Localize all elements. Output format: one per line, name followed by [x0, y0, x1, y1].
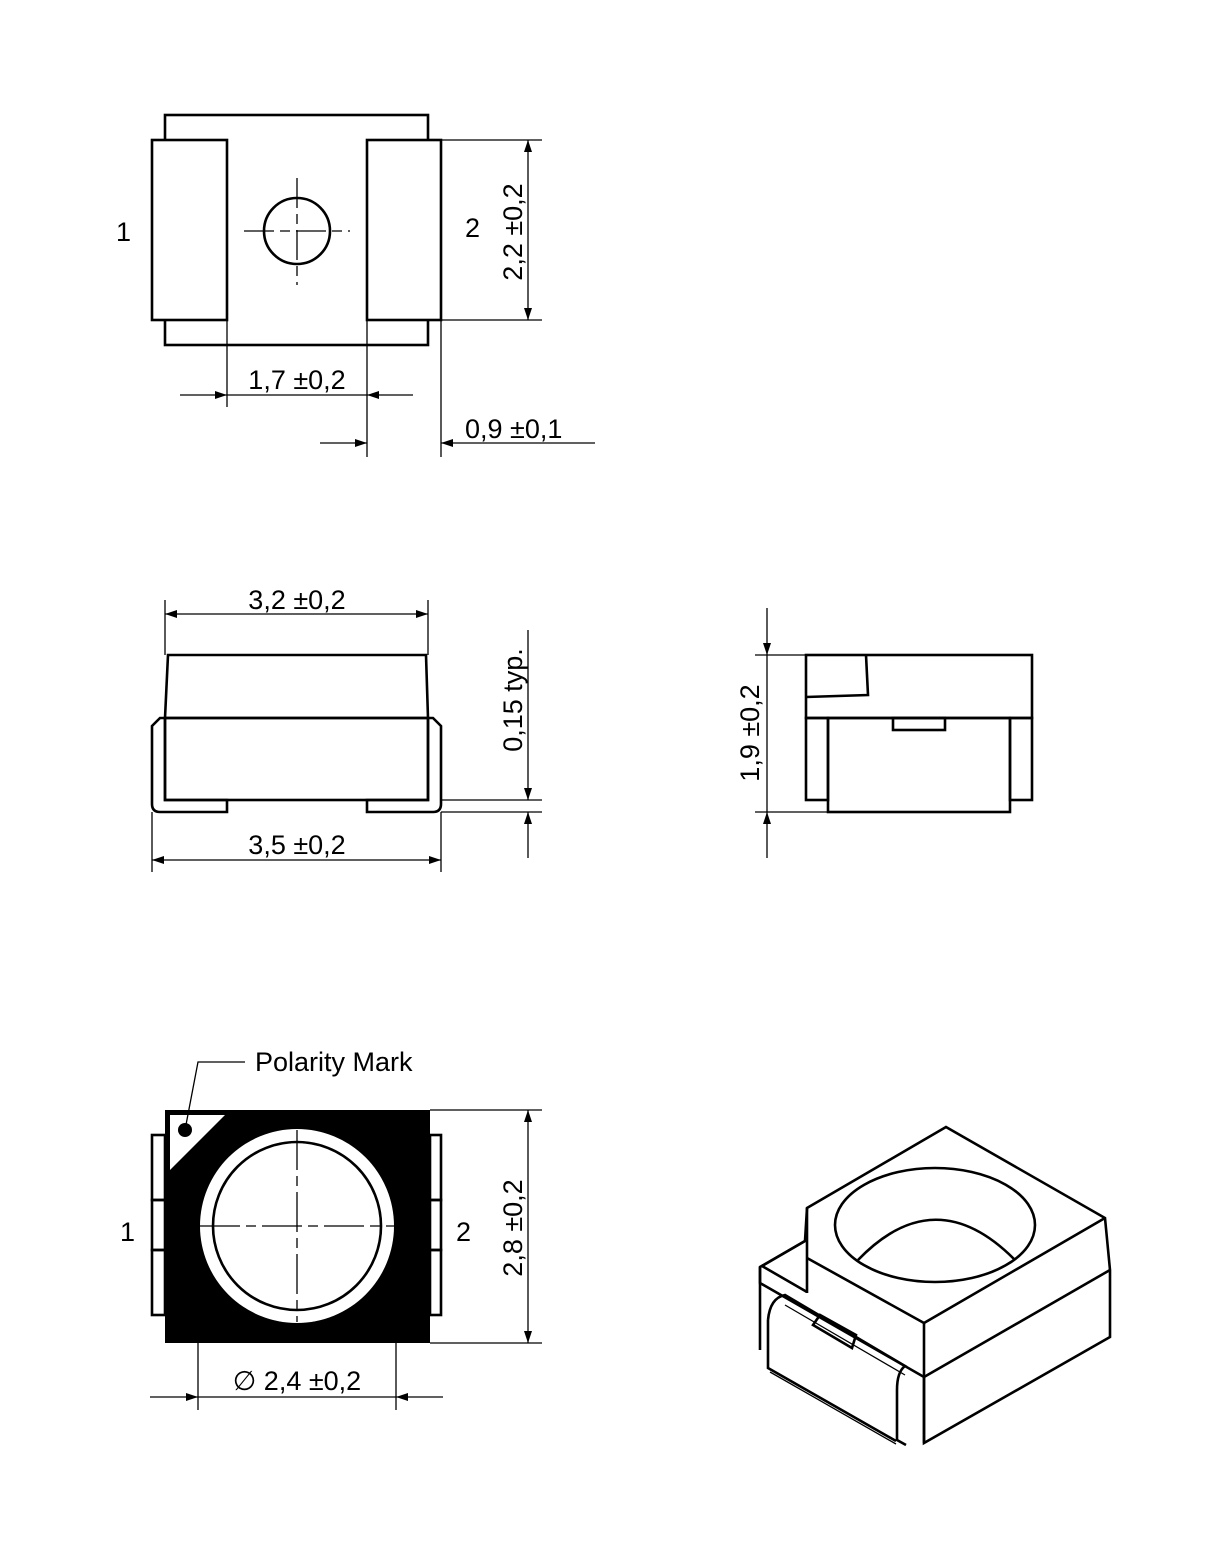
dim-height: 2,8 ±0,2 [498, 1179, 528, 1276]
top-view: 1 2 2,2 ±0,2 1,7 ±0,2 0,9 ±0,1 [116, 113, 595, 457]
isometric-view [758, 1125, 1112, 1447]
pin1-label: 1 [116, 217, 131, 247]
dim-diameter: ∅ 2,4 ±0,2 [233, 1366, 361, 1396]
lead-right [1008, 716, 1034, 802]
body-top [163, 653, 430, 720]
lead-tab [891, 716, 947, 732]
body-bottom [163, 716, 430, 802]
lead-left [804, 716, 830, 802]
lead-right [365, 716, 443, 814]
pin2-label: 2 [465, 213, 480, 243]
bottom-view: Polarity Mark 1 2 2,8 ±0,2 ∅ 2,4 ±0,2 [120, 1047, 542, 1410]
pin1-label: 1 [120, 1217, 135, 1247]
dim-height: 1,9 ±0,2 [735, 684, 765, 781]
side-view: 3,2 ±0,2 3,5 ±0,2 0,15 typ. [150, 585, 542, 872]
dim-pad-gap: 1,7 ±0,2 [248, 365, 345, 395]
lens-opening [833, 1166, 1037, 1284]
dim-body-top: 3,2 ±0,2 [248, 585, 345, 615]
pad-2 [367, 140, 441, 320]
dim-pad-width: 0,9 ±0,1 [465, 414, 562, 444]
polarity-label: Polarity Mark [255, 1047, 413, 1077]
lead-tab [811, 1313, 858, 1350]
pad-1 [152, 140, 227, 320]
lead-front [766, 1293, 908, 1447]
end-view: 1,9 ±0,2 [735, 608, 1034, 858]
body-top [804, 653, 1034, 720]
pin2-label: 2 [456, 1217, 471, 1247]
dim-lead: 0,15 typ. [498, 648, 528, 752]
lens-inner [857, 1218, 1015, 1261]
body-bottom [826, 716, 1012, 814]
dim-overall: 3,5 ±0,2 [248, 830, 345, 860]
dim-height: 2,2 ±0,2 [498, 183, 528, 280]
notch [805, 654, 870, 699]
lead-left [150, 716, 229, 814]
